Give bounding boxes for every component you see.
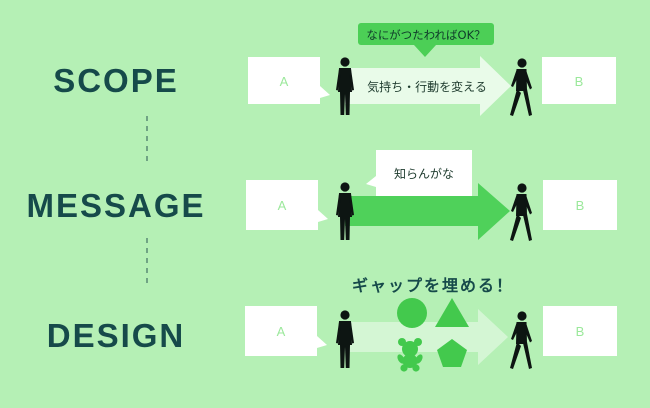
scope-box-a-letter: A <box>280 74 289 89</box>
scope-box-b-letter: B <box>575 74 584 89</box>
circle-icon <box>397 298 427 328</box>
design-label: DESIGN <box>46 317 186 354</box>
design-box-a <box>245 306 317 356</box>
message-box-b-letter: B <box>576 198 585 213</box>
design-box-b-letter: B <box>576 324 585 339</box>
message-speech-bubble-tail <box>366 176 376 187</box>
message-box-a <box>246 180 318 230</box>
scope-box-a-tail <box>320 86 330 98</box>
design-arrow <box>345 309 508 365</box>
standing-person-icon <box>336 182 354 240</box>
scope-box-b <box>542 57 616 104</box>
message-box-a-tail <box>318 210 328 222</box>
message-speech-bubble <box>376 150 472 196</box>
walking-person-icon <box>510 183 532 241</box>
triangle-icon <box>435 298 469 327</box>
scope-arrow <box>345 56 511 116</box>
standing-person-icon <box>336 57 354 115</box>
message-box-b <box>543 180 617 230</box>
scope-callout-pointer <box>414 45 436 57</box>
scope-arrow-text: 気持ち・行動を変える <box>367 79 487 94</box>
walking-person-icon <box>510 311 532 369</box>
scope-callout <box>358 23 494 45</box>
scope-callout-text: なにがつたわればOK？ <box>366 28 485 42</box>
design-heading: ギャップを埋める！ <box>352 276 514 295</box>
design-box-a-tail <box>317 336 327 348</box>
scope-label: SCOPE <box>53 62 179 99</box>
design-box-b <box>543 306 617 356</box>
scope-box-a <box>248 57 320 104</box>
message-arrow <box>345 183 510 240</box>
message-box-a-letter: A <box>278 198 287 213</box>
design-box-a-letter: A <box>277 324 286 339</box>
walking-person-icon <box>510 58 532 116</box>
standing-person-icon <box>336 310 354 368</box>
pentagon-icon <box>437 339 467 367</box>
message-bubble-text: 知らんがな <box>394 166 454 181</box>
message-label: MESSAGE <box>26 187 206 224</box>
bear-icon <box>397 338 423 372</box>
